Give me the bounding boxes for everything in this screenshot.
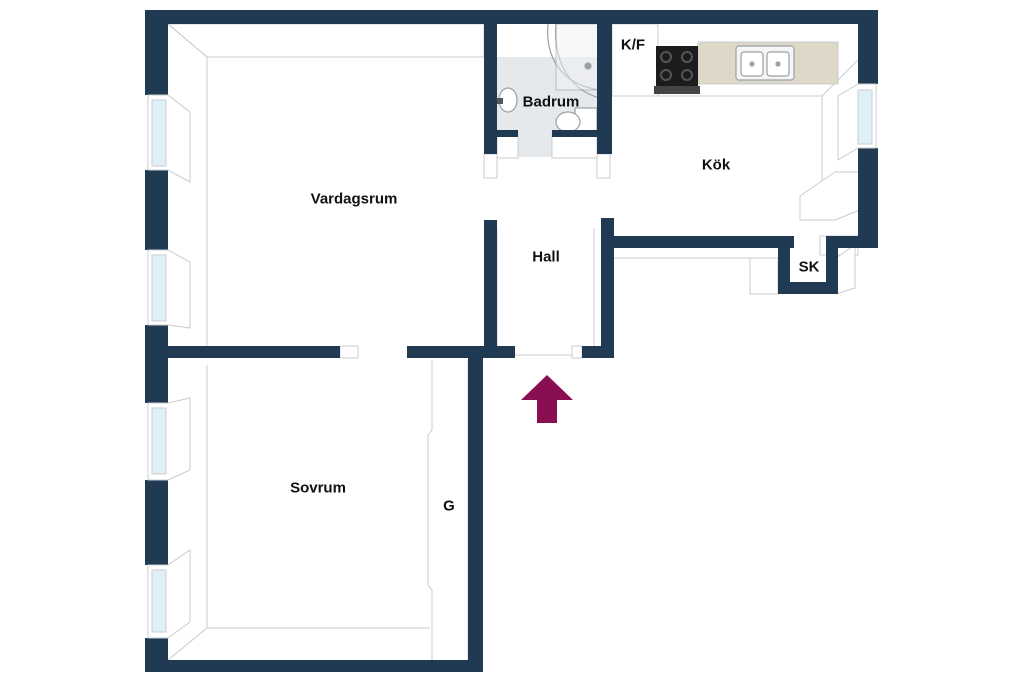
- wall-hall-left: [484, 220, 497, 358]
- bathroom-wall-stubs: [483, 133, 611, 179]
- entrance-arrow-icon: [521, 375, 573, 423]
- wall-left-seg2: [145, 170, 168, 250]
- wall-sk-left: [778, 244, 790, 286]
- sink-icon: [735, 45, 795, 81]
- fridge-cabinet: [611, 23, 659, 97]
- corner-cabinet: [799, 171, 861, 221]
- wall-living-bedroom-right: [407, 346, 515, 358]
- wall-left-seg1: [145, 10, 168, 95]
- wall-living-bedroom-left: [168, 346, 340, 358]
- stove-icon: [654, 46, 700, 94]
- wall-left-seg4: [145, 480, 168, 565]
- room-label-badrum: Badrum: [522, 93, 580, 111]
- wall-left-seg3: [145, 325, 168, 403]
- wall-right-seg1: [858, 10, 878, 84]
- living-corner-line: [167, 23, 208, 58]
- bath-stub-left: [497, 130, 518, 137]
- walls: [145, 10, 878, 672]
- window-bedroom-2: [147, 549, 191, 639]
- kitchen-cabinets: [611, 23, 861, 295]
- toilet-icon: [555, 107, 598, 135]
- shower-icon: [547, 23, 601, 99]
- room-label-kok: Kök: [701, 156, 731, 174]
- room-label-kf: K/F: [620, 36, 646, 54]
- wall-bathroom-right: [597, 10, 612, 154]
- wall-bathroom-left: [484, 10, 497, 154]
- wall-bottom: [145, 660, 483, 672]
- bath-stub-right: [552, 130, 597, 137]
- window-living-1: [147, 94, 191, 183]
- window-living-2: [147, 249, 191, 329]
- room-label-vardagsrum: Vardagsrum: [310, 190, 398, 208]
- wall-sk-bottom: [778, 282, 838, 294]
- wall-kitchen-bottom: [601, 236, 794, 248]
- window-kitchen: [837, 83, 877, 161]
- room-label-sk: SK: [798, 258, 820, 276]
- wall-sk-right: [826, 236, 838, 294]
- basin-icon: [497, 87, 518, 113]
- room-label-hall: Hall: [532, 248, 560, 266]
- kitchen-corner-line: [821, 59, 859, 97]
- wall-wardrobe-right: [468, 355, 483, 672]
- wall-right-seg2: [858, 148, 878, 248]
- room-label-g: G: [443, 497, 455, 515]
- windows: [147, 83, 877, 639]
- living-wall-face-top: [166, 23, 485, 58]
- wall-hall-right: [601, 218, 614, 358]
- sk-side-left: [749, 257, 779, 295]
- bedroom-corner-line: [167, 627, 208, 661]
- window-bedroom-1: [147, 397, 191, 481]
- room-label-sovrum: Sovrum: [290, 479, 346, 497]
- wall-top: [145, 10, 878, 24]
